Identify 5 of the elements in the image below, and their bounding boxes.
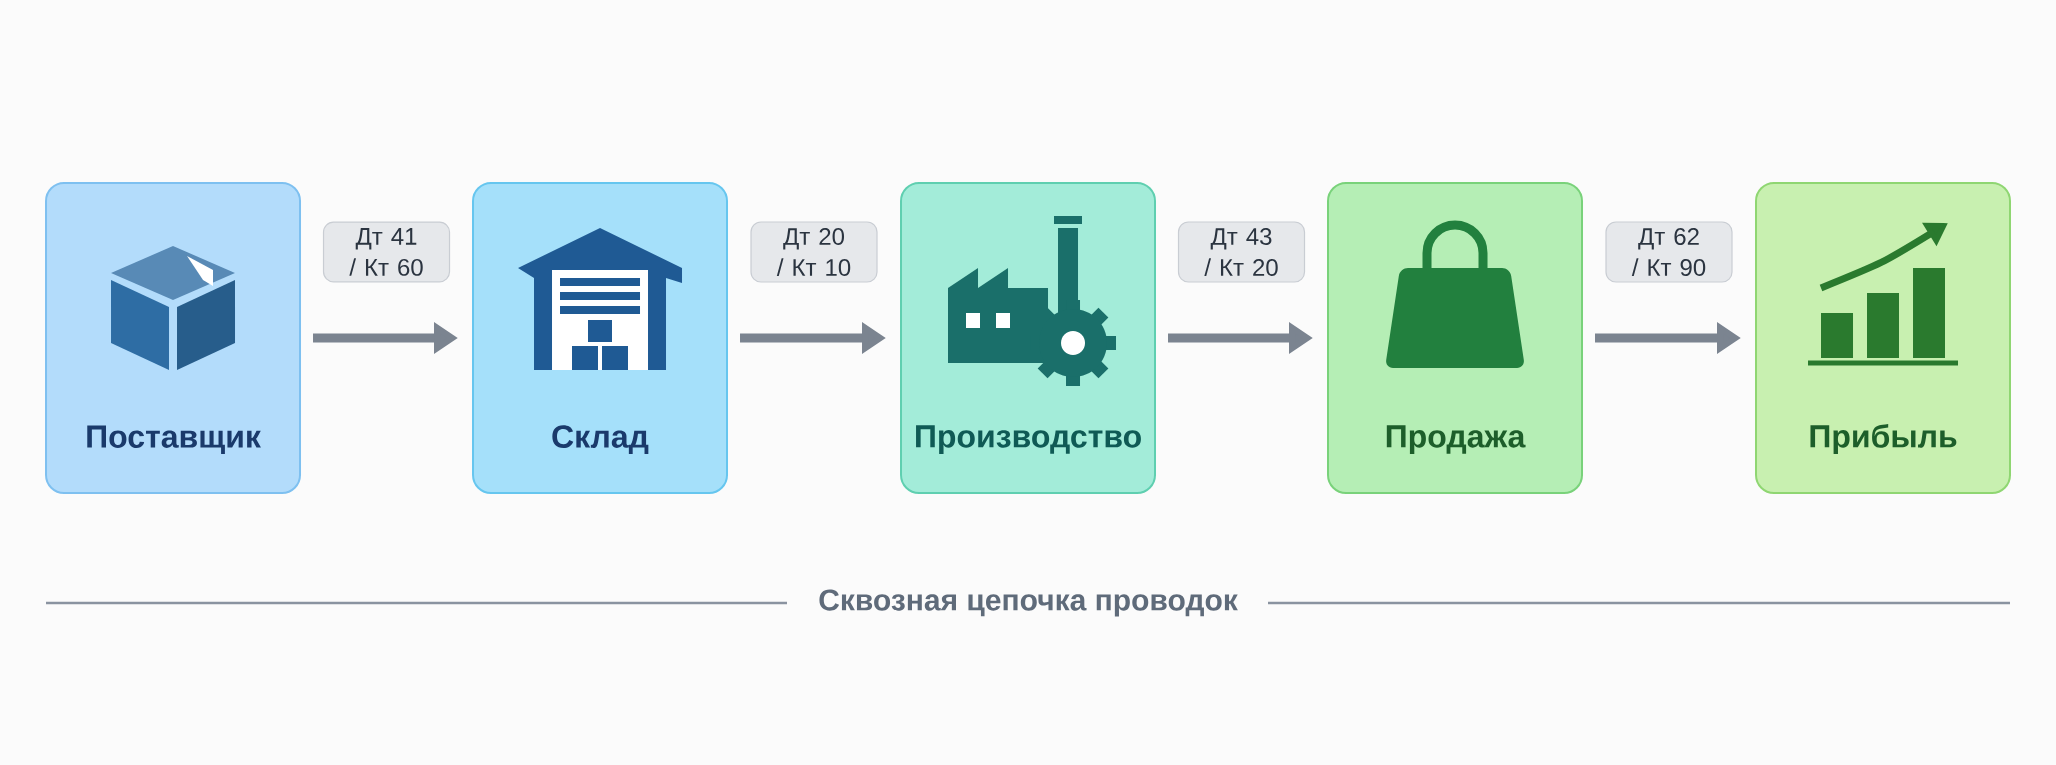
- edge-label: Дт 41 / Кт 60: [322, 221, 451, 283]
- caption: Сквозная цепочка проводок: [819, 589, 1238, 617]
- edge-label: Дт 20 / Кт 10: [750, 221, 878, 283]
- edge-label: Дт 43 / Кт 20: [1177, 221, 1306, 283]
- edge-label: Дт 62 / Кт 90: [1605, 221, 1733, 283]
